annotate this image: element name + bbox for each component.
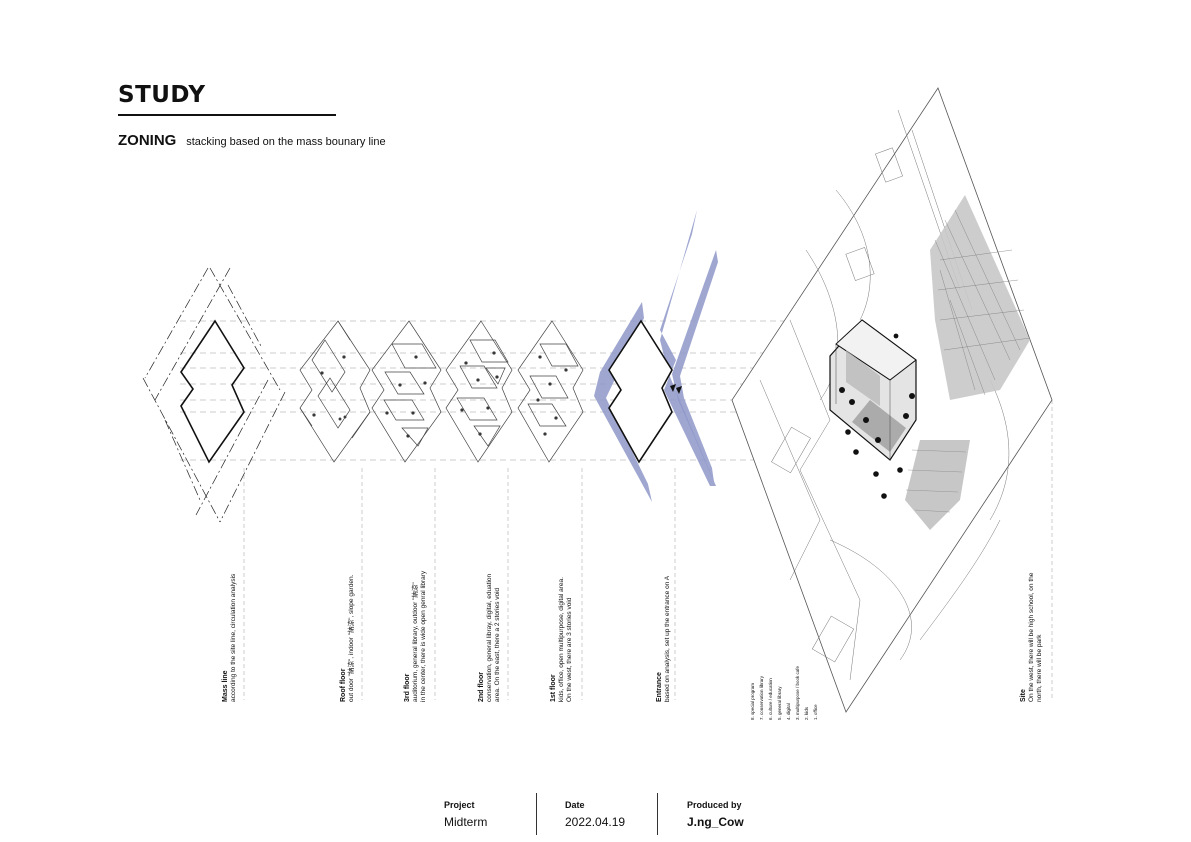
stage-title: 2nd floor bbox=[478, 672, 485, 702]
program-item: 2. kids bbox=[804, 706, 809, 720]
project-label: Project bbox=[444, 800, 475, 810]
program-item: 6. culture / education bbox=[768, 678, 773, 720]
footer-divider bbox=[657, 793, 658, 835]
stage-label-3rd-floor: 3rd floor auditorium, general library, o… bbox=[404, 571, 428, 702]
roof-floor-plan bbox=[299, 320, 371, 463]
stage-desc: in the center, there is wide open genral… bbox=[420, 570, 427, 702]
stage-desc: out door "納涼", indoor "納涼", slope garden… bbox=[348, 574, 355, 702]
stage-title: Mass line bbox=[222, 670, 229, 702]
program-item: 8. special program bbox=[750, 682, 755, 720]
project-field: Project Midterm bbox=[444, 800, 487, 829]
date-value: 2022.04.19 bbox=[565, 815, 626, 829]
stage-desc: area. On the east, there a 2 stories voi… bbox=[494, 587, 501, 702]
building-mass bbox=[829, 319, 917, 499]
program-legend: 8. special program 7. conservation libra… bbox=[748, 666, 820, 720]
entrance-diagram bbox=[594, 210, 718, 502]
program-item: 3. multipurpose / book cafe bbox=[795, 665, 800, 720]
program-item: 7. conservation library bbox=[759, 675, 764, 720]
page-title: STUDY bbox=[118, 82, 206, 108]
title-underline bbox=[118, 114, 336, 116]
stage-desc: conservation, general libray, digital, e… bbox=[486, 573, 493, 702]
stage-title: Entrance bbox=[656, 672, 663, 702]
site-plan bbox=[731, 87, 1053, 713]
third-floor-plan bbox=[371, 320, 442, 463]
program-item: 5. general library bbox=[777, 686, 782, 720]
subtitle-strong: ZONING bbox=[118, 132, 177, 149]
project-value: Midterm bbox=[444, 815, 488, 829]
stage-desc: auditorium, general library, outdoor "納涼… bbox=[412, 582, 419, 702]
stage-desc: On the west, there are 3 stories void bbox=[566, 597, 573, 702]
date-label: Date bbox=[565, 800, 585, 810]
stage-title: 1st floor bbox=[550, 674, 557, 702]
stage-desc: according to the site line, circulation … bbox=[230, 573, 237, 702]
page-subtitle: ZONING stacking based on the mass bounar… bbox=[118, 132, 386, 149]
stage-title: 3rd floor bbox=[404, 673, 411, 702]
stage-desc: north, there will be park bbox=[1036, 634, 1043, 702]
first-floor-plan bbox=[517, 320, 584, 463]
produced-label: Produced by bbox=[687, 800, 742, 810]
stage-label-1st-floor: 1st floor kids, office, open multipurpos… bbox=[550, 577, 574, 702]
second-floor-plan bbox=[445, 320, 513, 463]
mass-line-shape bbox=[142, 267, 286, 523]
vertical-leaders bbox=[243, 400, 1053, 700]
produced-value: J.ng_Cow bbox=[687, 815, 744, 829]
stage-desc: based on analysis, set up the entrance o… bbox=[664, 575, 671, 702]
stage-title: Roof floor bbox=[340, 668, 347, 702]
date-field: Date 2022.04.19 bbox=[565, 800, 625, 829]
stage-label-roof-floor: Roof floor out door "納涼", indoor "納涼", s… bbox=[340, 575, 356, 702]
stage-desc: On the west, there will be high school, … bbox=[1028, 572, 1035, 702]
stage-label-mass-line: Mass line according to the site line, ci… bbox=[222, 574, 238, 702]
produced-field: Produced by J.ng_Cow bbox=[687, 800, 744, 829]
stage-label-entrance: Entrance based on analysis, set up the e… bbox=[656, 576, 672, 702]
stage-title: Site bbox=[1020, 689, 1027, 702]
program-item: 1. office bbox=[813, 704, 818, 720]
footer-divider bbox=[536, 793, 537, 835]
stage-label-2nd-floor: 2nd floor conservation, general libray, … bbox=[478, 574, 502, 702]
stage-label-site: Site On the west, there will be high sch… bbox=[1020, 573, 1044, 702]
stage-desc: kids, office, open multipurpose, digital… bbox=[558, 577, 565, 702]
subtitle-light: stacking based on the mass bounary line bbox=[186, 136, 386, 148]
program-item: 4. digital bbox=[786, 703, 791, 720]
